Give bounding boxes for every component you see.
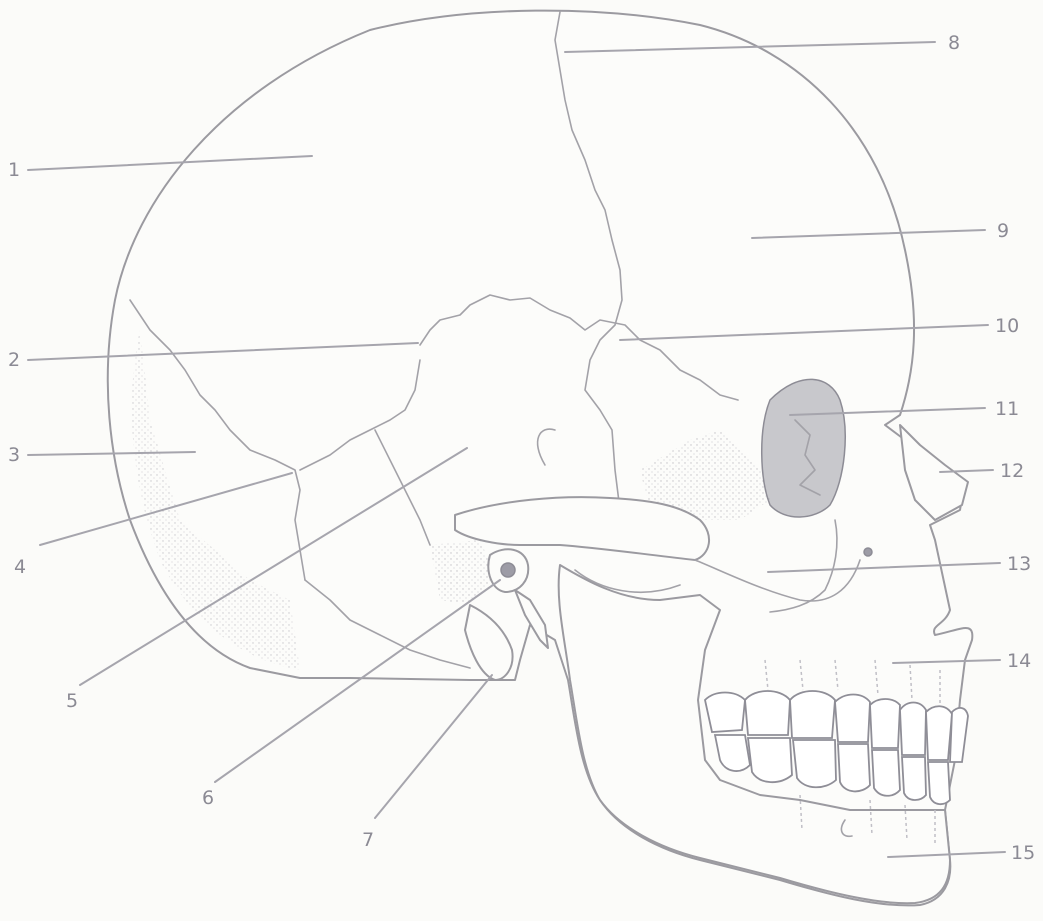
label-3: 3 (8, 444, 20, 466)
label-1: 1 (8, 159, 20, 181)
label-10: 10 (995, 315, 1019, 337)
label-13: 13 (1007, 553, 1031, 575)
label-15: 15 (1011, 842, 1035, 864)
label-5: 5 (66, 690, 78, 712)
label-8: 8 (948, 32, 960, 54)
label-14: 14 (1007, 650, 1031, 672)
leader-7 (375, 675, 492, 818)
label-11: 11 (995, 398, 1019, 420)
label-7: 7 (362, 829, 374, 851)
meatus-opening (501, 563, 515, 577)
label-6: 6 (202, 787, 214, 809)
infraorbital-foramen (864, 548, 872, 556)
label-4: 4 (14, 556, 26, 578)
label-9: 9 (997, 220, 1009, 242)
label-2: 2 (8, 349, 20, 371)
label-12: 12 (1000, 460, 1024, 482)
orbit (762, 379, 845, 517)
